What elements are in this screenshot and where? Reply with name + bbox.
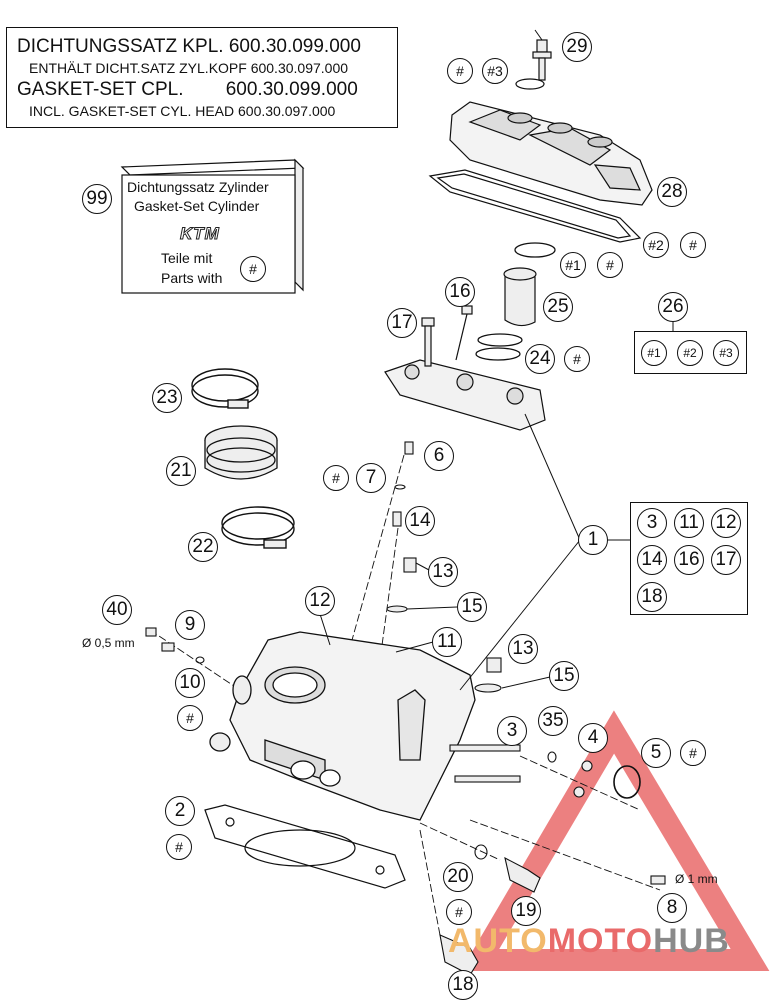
callout-9: 9 [175,610,205,640]
gasket-line-2: ENTHÄLT DICHT.SATZ ZYL.KOPF 600.30.097.0… [29,60,349,76]
callout-15a: 15 [457,592,487,622]
gasket-line-1: DICHTUNGSSATZ KPL. 600.30.099.000 [17,36,361,57]
callout-13a: 13 [428,557,458,587]
ktm-logo: KTM [180,224,220,244]
callout-hash-5: # [680,740,706,766]
camshaft-carrier [384,359,546,431]
callout-21: 21 [166,456,196,486]
watermark-auto: AUTO [448,922,548,960]
callout-3: 3 [497,716,527,746]
kit-title-en: Gasket-Set Cylinder [134,198,260,214]
callout-99: 99 [82,184,112,214]
callout-20: 20 [443,862,473,892]
gasket-line-3: GASKET-SET CPL. 600.30.099.000 [17,79,358,100]
kit-parts-en: Parts with [161,270,223,286]
callout-16: 16 [445,277,475,307]
watermark-hub: HUB [653,922,730,960]
callout-24: 24 [525,344,555,374]
watermark-moto: MOTO [547,922,654,960]
callout-11: 11 [432,627,462,657]
group-26-item-3: #3 [713,340,739,366]
spark-plug-tube [503,267,537,327]
callout-35: 35 [538,706,568,736]
callout-14: 14 [405,506,435,536]
callout-hash1-25: #1 [560,252,586,278]
callout-7: 7 [356,463,386,493]
callout-hash-25: # [597,252,623,278]
watermark-triangle [460,710,770,971]
callout-12: 12 [305,586,335,616]
group-1-item-17: 17 [711,545,741,575]
group-1-item-11: 11 [674,508,704,538]
callout-10: 10 [175,668,205,698]
dim-8: Ø 1 mm [675,872,718,886]
group-26-item-1: #1 [641,340,667,366]
callout-hash-cover: # [680,232,706,258]
valve-cover-gasket [428,169,642,243]
callout-1: 1 [578,525,608,555]
callout-hash3-top: #3 [482,58,508,84]
group-1-item-12: 12 [711,508,741,538]
callout-4: 4 [578,723,608,753]
callout-26: 26 [658,292,688,322]
callout-29: 29 [562,32,592,62]
callout-18: 18 [448,970,478,1000]
callout-15b: 15 [549,661,579,691]
callout-23: 23 [152,383,182,413]
kit-box-outline [120,158,305,294]
group-1-item-14: 14 [637,545,667,575]
kit-title-de: Dichtungssatz Zylinder [127,179,269,195]
callout-hash-10: # [177,705,203,731]
callout-5: 5 [641,738,671,768]
group-26-item-2: #2 [677,340,703,366]
group-1-item-16: 16 [674,545,704,575]
callout-25: 25 [543,292,573,322]
clamp-22 [221,506,295,549]
callout-28: 28 [657,177,687,207]
callout-hash-top: # [447,58,473,84]
gasket-line-4: INCL. GASKET-SET CYL. HEAD 600.30.097.00… [29,103,336,119]
callout-hash-2: # [166,834,192,860]
callout-hash-24: # [564,346,590,372]
clamp-23 [191,368,259,409]
kit-marker: # [240,256,266,282]
dim-40: Ø 0,5 mm [82,636,135,650]
valve-cover [449,101,653,206]
callout-hash-20: # [446,899,472,925]
callout-17: 17 [387,308,417,338]
callout-2: 2 [165,796,195,826]
intake-boot-21 [204,425,278,480]
callout-22: 22 [188,532,218,562]
callout-19: 19 [511,896,541,926]
callout-hash-7: # [323,465,349,491]
group-1-item-3: 3 [637,508,667,538]
cover-bolt [515,39,552,90]
callout-8: 8 [657,893,687,923]
kit-parts-de: Teile mit [161,250,213,266]
callout-40: 40 [102,595,132,625]
gasket-set-box: DICHTUNGSSATZ KPL. 600.30.099.000 ENTHÄL… [6,27,398,128]
cylinder-head [209,631,476,821]
head-gasket [204,804,406,889]
group-1-item-18: 18 [637,582,667,612]
watermark-text: AUTOMOTOHUB [448,922,730,961]
callout-6: 6 [424,441,454,471]
callout-hash2-cover: #2 [643,232,669,258]
callout-13b: 13 [508,634,538,664]
